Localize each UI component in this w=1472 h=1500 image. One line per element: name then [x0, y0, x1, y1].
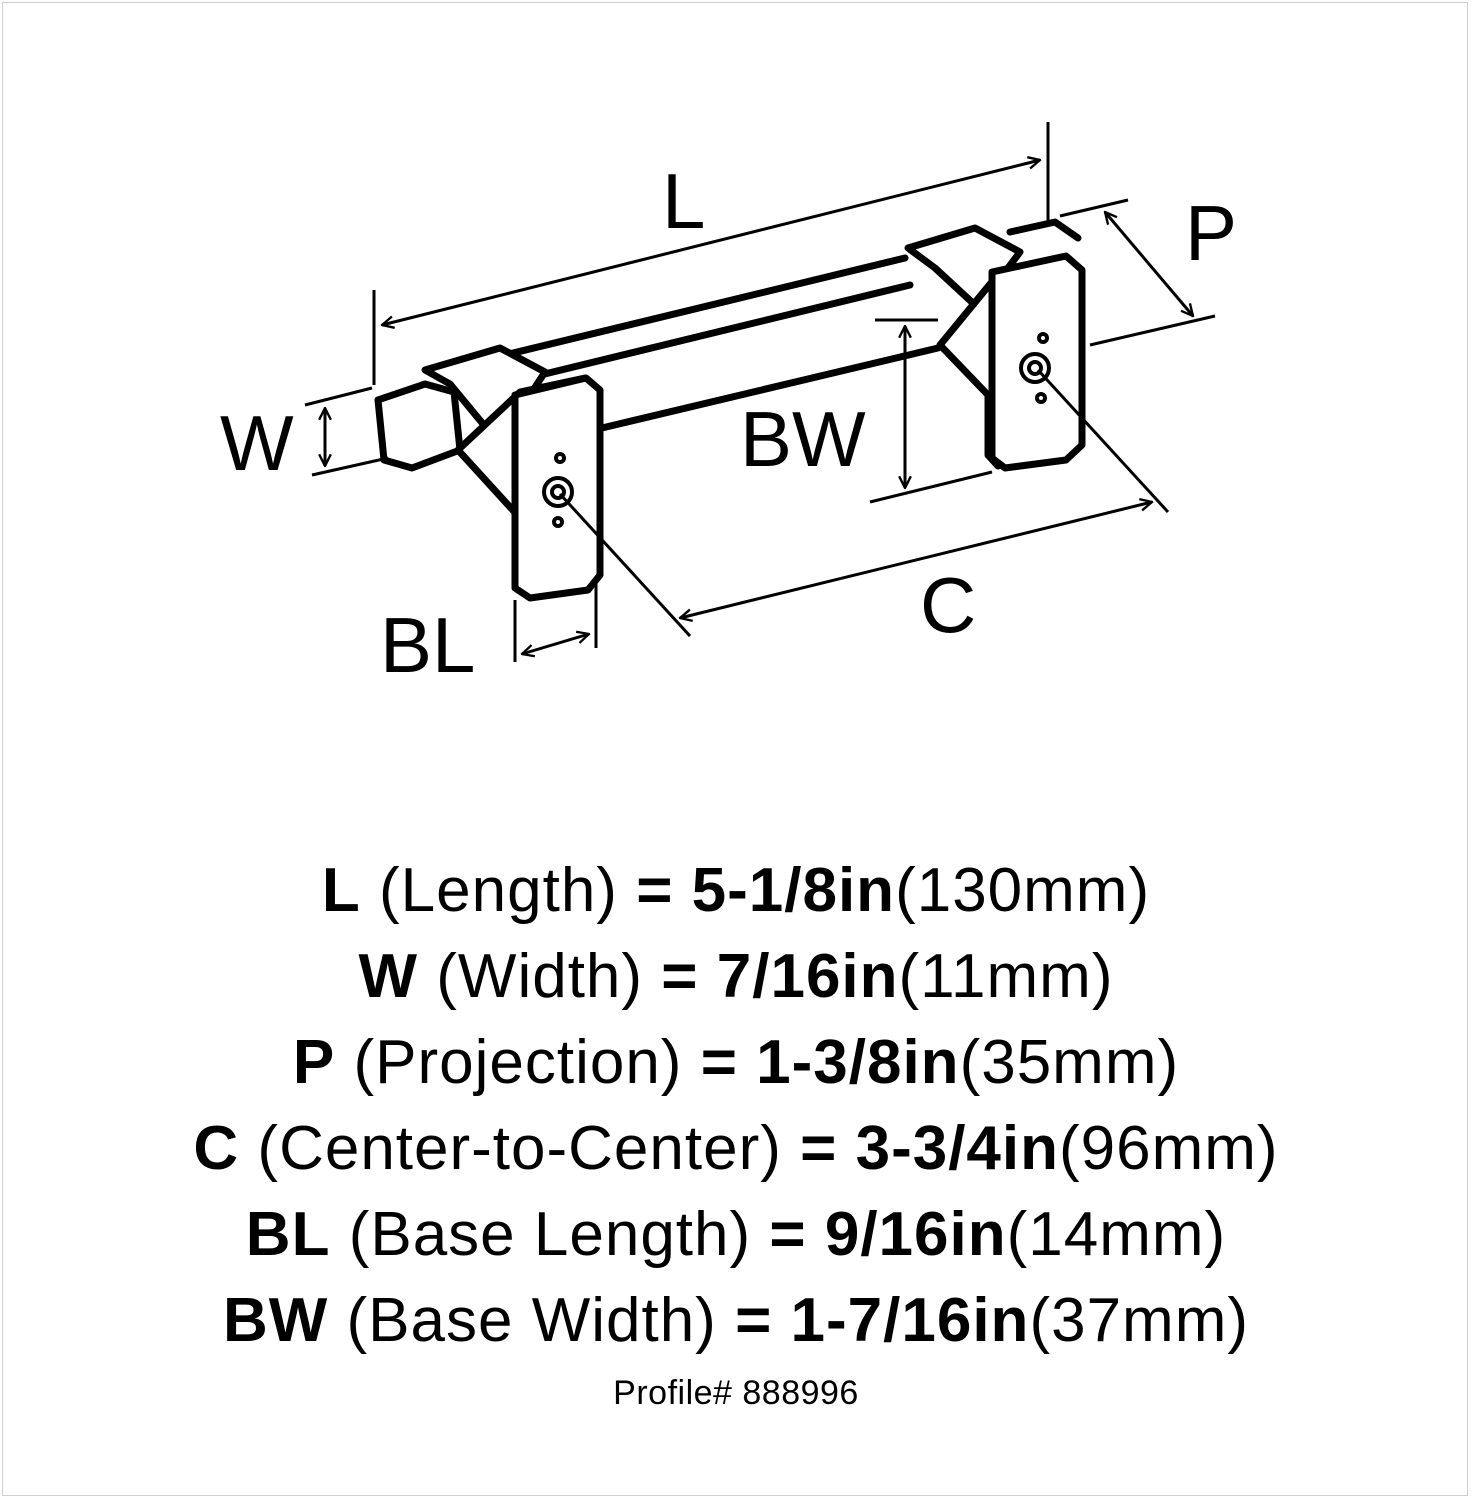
w-ext-top: [304, 386, 373, 407]
spec-metric: (11mm): [898, 942, 1114, 1011]
cabinet-pull-diagram: L W P BW C BL: [220, 122, 1237, 689]
label-bw: BW: [740, 395, 866, 483]
spec-eq: =: [735, 1286, 773, 1355]
spec-code: C: [193, 1114, 240, 1183]
spec-eq: =: [661, 942, 699, 1011]
label-l: L: [662, 157, 705, 245]
bar-end-right: [1006, 218, 1082, 242]
spec-name: (Width): [436, 942, 644, 1011]
label-bl: BL: [380, 601, 475, 689]
spec-center-to-center: C (Center-to-Center) = 3-3/4in(96mm): [0, 1106, 1472, 1192]
spec-metric: (14mm): [1006, 1200, 1227, 1269]
spec-imperial: 1-7/16in: [790, 1286, 1030, 1355]
spec-name: (Projection): [353, 1028, 683, 1097]
p-dim-line: [1105, 212, 1193, 316]
dimension-lines: [304, 122, 1216, 662]
spec-eq: =: [700, 1028, 738, 1097]
spec-name: (Base Length): [348, 1200, 752, 1269]
spec-eq: =: [800, 1114, 838, 1183]
spec-name: (Base Width): [346, 1286, 717, 1355]
spec-metric: (130mm): [895, 856, 1151, 925]
bar-bottom-edge: [598, 344, 942, 432]
w-ext-bottom: [311, 456, 389, 477]
spec-code: BW: [222, 1286, 329, 1355]
c-ext-right: [1036, 368, 1170, 514]
spec-base-width: BW (Base Width) = 1-7/16in(37mm): [0, 1278, 1472, 1364]
label-w: W: [220, 399, 294, 487]
profile-number: Profile# 888996: [613, 1374, 859, 1412]
spec-imperial: 7/16in: [716, 942, 899, 1011]
spec-code: BL: [245, 1200, 331, 1269]
spec-code: W: [358, 942, 419, 1011]
spec-imperial: 5-1/8in: [691, 856, 896, 925]
bl-dim-line: [522, 634, 589, 654]
dimension-specs: L (Length) = 5-1/8in(130mm) W (Width) = …: [0, 848, 1472, 1364]
bar-top-edge: [501, 254, 909, 359]
p-ext-top: [1059, 198, 1129, 218]
spec-code: P: [292, 1028, 336, 1097]
spec-eq: =: [636, 856, 674, 925]
screw-holes: [542, 332, 1051, 528]
pull-outline: [374, 218, 1086, 602]
spec-code: L: [321, 856, 361, 925]
spec-metric: (37mm): [1029, 1286, 1249, 1355]
bar-end-left: [374, 380, 464, 472]
spec-width: W (Width) = 7/16in(11mm): [0, 934, 1472, 1020]
spec-eq: =: [769, 1200, 807, 1269]
label-c: C: [920, 561, 976, 649]
spec-base-length: BL (Base Length) = 9/16in(14mm): [0, 1192, 1472, 1278]
spec-length: L (Length) = 5-1/8in(130mm): [0, 848, 1472, 934]
spec-imperial: 1-3/8in: [756, 1028, 960, 1097]
spec-metric: (35mm): [959, 1028, 1180, 1097]
bw-ext-bottom: [869, 470, 993, 504]
spec-imperial: 3-3/4in: [855, 1114, 1060, 1183]
l-dim-line: [382, 160, 1040, 325]
spec-name: (Length): [379, 856, 618, 925]
spec-projection: P (Projection) = 1-3/8in(35mm): [0, 1020, 1472, 1106]
spec-metric: (96mm): [1059, 1114, 1279, 1183]
c-ext-left: [558, 492, 692, 638]
p-ext-bottom: [1089, 314, 1216, 347]
label-p: P: [1185, 189, 1237, 277]
spec-name: (Center-to-Center): [257, 1114, 782, 1183]
c-dim-line: [680, 502, 1152, 618]
spec-imperial: 9/16in: [824, 1200, 1007, 1269]
